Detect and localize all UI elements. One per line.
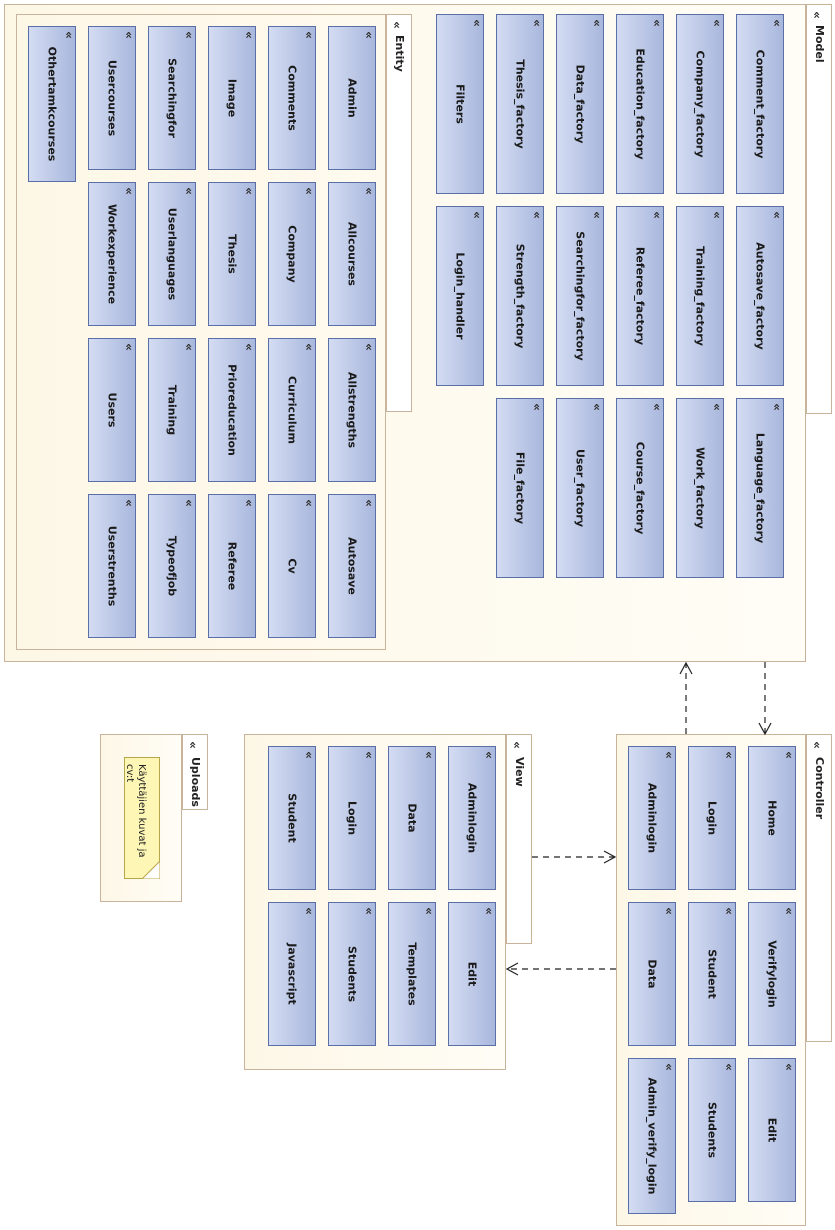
class-autosave-factory[interactable]: «Autosave_factory <box>736 206 784 386</box>
uploads-note: Käyttäjien kuvat ja cv:t <box>124 757 160 879</box>
class-home[interactable]: «Home <box>748 746 796 890</box>
model-package-tab: « Model <box>806 4 832 414</box>
class-course-factory[interactable]: «Course_factory <box>616 398 664 578</box>
class-curriculum[interactable]: «Curriculum <box>268 338 316 482</box>
class-comment-factory[interactable]: «Comment_factory <box>736 14 784 194</box>
class-file-factory[interactable]: «File_factory <box>496 398 544 578</box>
class-comments[interactable]: «Comments <box>268 26 316 170</box>
class-adminlogin[interactable]: «Adminlogin <box>628 746 676 890</box>
entity-package-tab: « Entity <box>386 14 412 412</box>
arrowhead-icon <box>505 962 519 976</box>
class-data[interactable]: «Data <box>628 902 676 1046</box>
class-education-factory[interactable]: «Education_factory <box>616 14 664 194</box>
class-image[interactable]: «Image <box>208 26 256 170</box>
arrowhead-icon <box>758 722 772 736</box>
class-login[interactable]: «Login <box>328 746 376 890</box>
class-students[interactable]: «Students <box>688 1058 736 1202</box>
class-prioreducation[interactable]: «Prioreducation <box>208 338 256 482</box>
class-usercourses[interactable]: «Usercourses <box>88 26 136 170</box>
class-userlanguages[interactable]: «Userlanguages <box>148 182 196 326</box>
class-admin-verify-login[interactable]: «Admin_verify_login <box>628 1058 676 1214</box>
class-company[interactable]: «Company <box>268 182 316 326</box>
class-searchingfor[interactable]: «Searchingfor <box>148 26 196 170</box>
class-adminlogin[interactable]: «Adminlogin <box>448 746 496 890</box>
arrowhead-icon <box>679 661 693 675</box>
class-thesis-factory[interactable]: «Thesis_factory <box>496 14 544 194</box>
class-userstrenths[interactable]: «Userstrenths <box>88 494 136 638</box>
class-data-factory[interactable]: «Data_factory <box>556 14 604 194</box>
class-allstrengths[interactable]: «Allstrengths <box>328 338 376 482</box>
class-allcourses[interactable]: «Allcourses <box>328 182 376 326</box>
class-users[interactable]: «Users <box>88 338 136 482</box>
class-searchingfor-factory[interactable]: «Searchingfor_factory <box>556 206 604 386</box>
class-cv[interactable]: «Cv <box>268 494 316 638</box>
class-training[interactable]: «Training <box>148 338 196 482</box>
class-referee[interactable]: «Referee <box>208 494 256 638</box>
class-templates[interactable]: «Templates <box>388 902 436 1046</box>
controller-package-tab: « Controller <box>806 734 832 1042</box>
class-login-handler[interactable]: «Login_handler <box>436 206 484 386</box>
class-strength-factory[interactable]: «Strength_factory <box>496 206 544 386</box>
class-language-factory[interactable]: «Language_factory <box>736 398 784 578</box>
view-package-tab: « View <box>506 734 532 944</box>
uploads-package-tab: « Uploads <box>182 734 208 810</box>
class-student[interactable]: «Student <box>268 746 316 890</box>
class-filters[interactable]: «Filters <box>436 14 484 194</box>
class-login[interactable]: «Login <box>688 746 736 890</box>
class-students[interactable]: «Students <box>328 902 376 1046</box>
class-verifylogin[interactable]: «Verifylogin <box>748 902 796 1046</box>
arrowhead-icon <box>603 850 617 864</box>
class-autosave[interactable]: «Autosave <box>328 494 376 638</box>
class-thesis[interactable]: «Thesis <box>208 182 256 326</box>
class-company-factory[interactable]: «Company_factory <box>676 14 724 194</box>
class-edit[interactable]: «Edit <box>748 1058 796 1202</box>
class-javascript[interactable]: «Javascript <box>268 902 316 1046</box>
class-data[interactable]: «Data <box>388 746 436 890</box>
class-referee-factory[interactable]: «Referee_factory <box>616 206 664 386</box>
class-workexperience[interactable]: «Workexperience <box>88 182 136 326</box>
class-edit[interactable]: «Edit <box>448 902 496 1046</box>
class-user-factory[interactable]: «User_factory <box>556 398 604 578</box>
class-work-factory[interactable]: «Work_factory <box>676 398 724 578</box>
class-training-factory[interactable]: «Training_factory <box>676 206 724 386</box>
class-typeofjob[interactable]: «Typeofjob <box>148 494 196 638</box>
note-fold-icon <box>142 861 160 879</box>
class-student[interactable]: «Student <box>688 902 736 1046</box>
class-admin[interactable]: «Admin <box>328 26 376 170</box>
entity-package <box>16 14 386 650</box>
class-othertamkcourses[interactable]: «Othertamkcourses <box>28 26 76 182</box>
